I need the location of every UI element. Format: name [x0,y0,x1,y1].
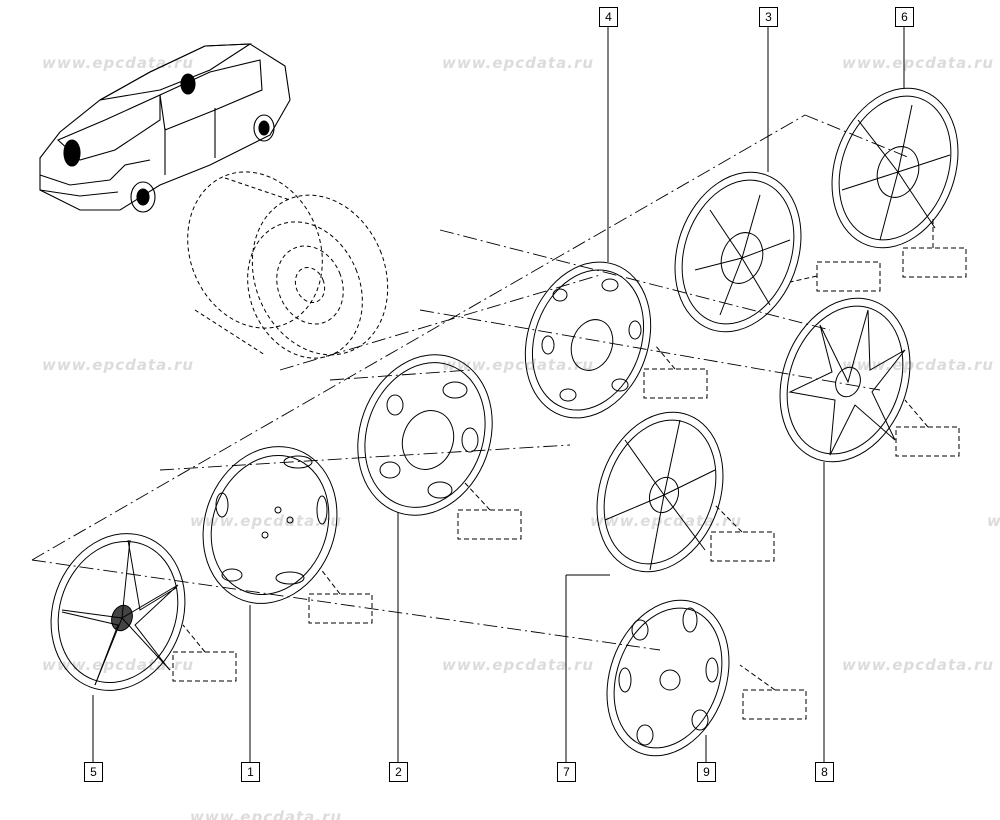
watermark: www.epcdata.ru [842,656,995,674]
leader-lines [92,26,905,762]
watermark: www.epcdata.ru [442,54,595,72]
callout-6[interactable]: 6 [895,7,914,27]
watermark: www.epcdata.ru [190,808,343,820]
steel-wheel [187,171,389,359]
wheel-cover-3 [674,171,802,333]
wheel-cover-9 [606,599,730,757]
watermark: www.epcdata.ru [190,512,343,530]
alignment-lines [31,114,911,651]
callout-4[interactable]: 4 [599,7,618,27]
wheel-cover-4 [524,261,652,419]
callout-2[interactable]: 2 [389,762,408,782]
wheel-cover-7 [596,411,724,573]
pointer-arrows [182,218,934,691]
watermark: www.epcdata.ru [42,356,195,374]
wheel-cover-6 [831,87,959,249]
callout-5[interactable]: 5 [84,762,103,782]
watermark: www.epcdata.ru [842,54,995,72]
callout-9[interactable]: 9 [697,762,716,782]
callout-1[interactable]: 1 [241,762,260,782]
wheel-cover-5 [50,533,186,691]
callout-7[interactable]: 7 [557,762,576,782]
wheel-cover-8 [779,297,911,463]
reference-boxes [172,247,967,720]
wheel-cover-1 [202,446,338,604]
callout-8[interactable]: 8 [815,762,834,782]
watermark: www.epcdata.ru [442,656,595,674]
watermark: www.epcdata.ru [987,512,1000,530]
watermark: www.epcdata.ru [42,54,195,72]
watermark: www.epcdata.ru [842,356,995,374]
wheel-cover-2 [357,354,493,516]
watermark: www.epcdata.ru [442,356,595,374]
car-illustration [39,43,291,213]
callout-3[interactable]: 3 [759,7,778,27]
